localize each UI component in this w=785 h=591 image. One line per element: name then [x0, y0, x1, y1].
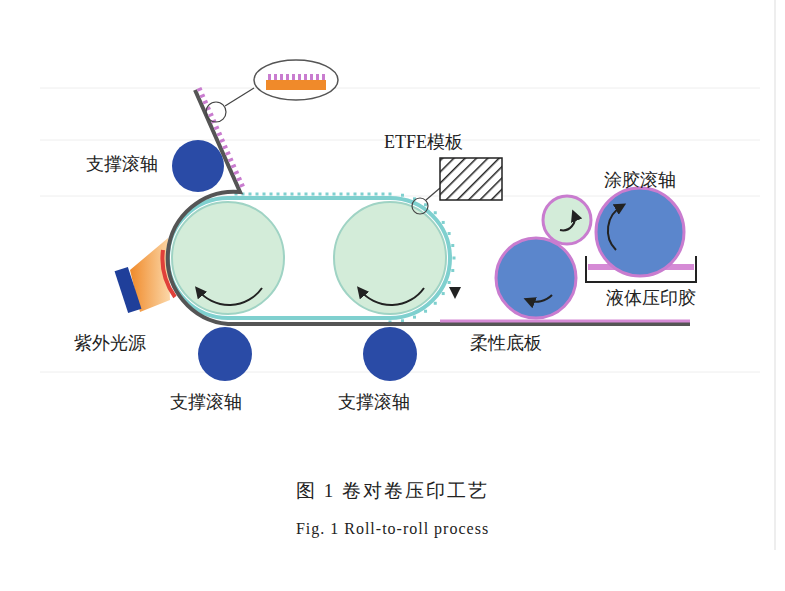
coating-roller	[596, 188, 684, 276]
uv-lamp	[115, 267, 142, 313]
etfe-template-sample	[440, 158, 502, 200]
etfe-belt	[168, 198, 450, 318]
support-roller	[172, 140, 224, 192]
part-label: 液体压印胶	[606, 288, 696, 310]
caption: 图 1 卷对卷压印工艺	[0, 478, 785, 504]
resist-layer	[440, 320, 690, 323]
transfer-roller	[543, 196, 591, 244]
process-roll	[172, 202, 284, 314]
process-roll	[334, 202, 446, 314]
part-label: 柔性底板	[470, 333, 542, 355]
position-marker	[449, 287, 461, 299]
part-label: 支撑滚轴	[170, 392, 242, 414]
part-label: 支撑滚轴	[338, 392, 410, 414]
caption-english: Fig. 1 Roll-to-roll process	[0, 520, 785, 538]
magnifier-circle	[206, 102, 226, 122]
magnifier-circle	[412, 198, 428, 214]
part-label: 涂胶滚轴	[604, 170, 676, 192]
rotation-arrow	[360, 288, 424, 305]
rotation-arrow	[198, 288, 262, 305]
part-label: 支撑滚轴	[86, 154, 158, 176]
magnified-view	[254, 60, 338, 100]
pressure-roller	[496, 238, 576, 318]
rotation-arrow	[560, 214, 575, 230]
rotation-arrow	[528, 295, 552, 302]
part-label: 紫外光源	[74, 333, 146, 355]
rotation-arrow	[608, 206, 622, 250]
support-roller	[363, 327, 417, 381]
curing-zone	[162, 250, 175, 297]
part-label: ETFE模板	[384, 132, 463, 154]
support-roller	[198, 327, 252, 381]
